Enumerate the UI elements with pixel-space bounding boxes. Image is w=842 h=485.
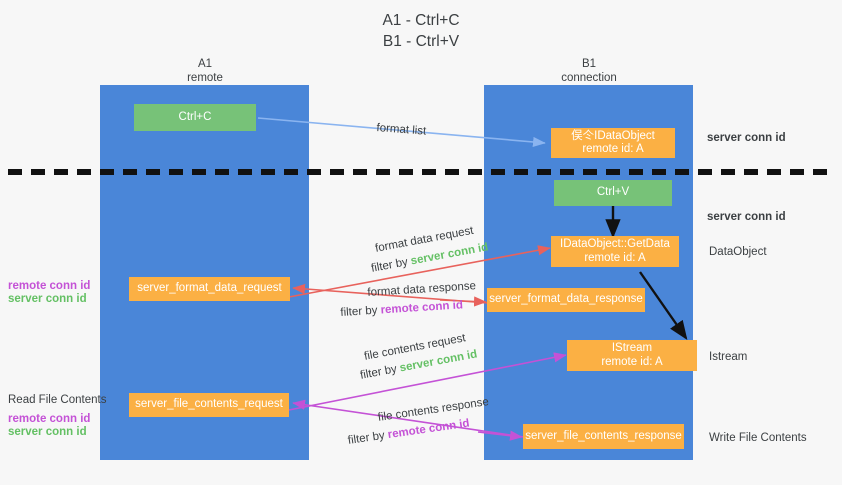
label-remote-conn-id-1: remote conn id [8, 280, 91, 292]
annotation-file-contents-request-filter-prefix: filter by [359, 362, 401, 382]
box-server-file-contents-request-label: server_file_contents_request [135, 398, 283, 411]
column-header-b1-name: B1 [581, 58, 597, 70]
column-header-a1-sub: remote [187, 71, 223, 84]
box-ctrl-c-label: Ctrl+C [178, 110, 212, 123]
annotation-file-contents-response-filter-prefix: filter by [347, 429, 389, 447]
annotation-format-data-request-filter-prefix: filter by [370, 255, 412, 275]
label-dataobject: DataObject [709, 246, 767, 258]
label-server-conn-id-2: server conn id [8, 426, 87, 438]
box-server-file-contents-response[interactable]: server_file_contents_response [523, 424, 684, 449]
annotation-file-contents-response: file contents response [377, 396, 490, 424]
box-server-format-data-response-label: server_format_data_response [489, 293, 643, 306]
label-remote-conn-id-2: remote conn id [8, 413, 91, 425]
box-istream[interactable]: IStream remote id: A [567, 340, 697, 371]
box-getdata-line2: remote id: A [584, 251, 646, 264]
label-read-file-contents: Read File Contents [8, 394, 107, 406]
box-server-file-contents-response-label: server_file_contents_response [525, 429, 682, 442]
column-header-a1: A1 remote [125, 58, 285, 85]
label-server-conn-id-top: server conn id [707, 132, 786, 144]
diagram-title: A1 - Ctrl+C B1 - Ctrl+V [0, 10, 842, 52]
label-istream: Istream [709, 351, 748, 363]
annotation-format-data-response-filter: filter by remote conn id [340, 298, 463, 320]
label-server-conn-id-mid: server conn id [707, 211, 786, 223]
label-server-conn-id-1: server conn id [8, 293, 87, 305]
annotation-format-data-response-filter-prefix: filter by [340, 304, 382, 319]
box-ctrl-v-label: Ctrl+V [596, 186, 630, 199]
box-idataobject-line1: 俣仒IDataObject [571, 129, 655, 142]
title-line-2: B1 - Ctrl+V [382, 33, 460, 50]
label-write-file-contents: Write File Contents [709, 432, 807, 444]
box-server-file-contents-request[interactable]: server_file_contents_request [129, 393, 289, 417]
column-header-b1: B1 connection [509, 58, 669, 85]
box-istream-line1: IStream [611, 342, 653, 354]
annotation-format-data-response: format data response [367, 280, 477, 299]
box-getdata-line1: IDataObject::GetData [560, 238, 670, 250]
box-server-format-data-request[interactable]: server_format_data_request [129, 277, 290, 301]
annotation-format-list: format list [376, 121, 427, 138]
box-ctrl-v[interactable]: Ctrl+V [554, 180, 672, 206]
box-idataobject-getdata[interactable]: IDataObject::GetData remote id: A [551, 236, 679, 267]
annotation-file-contents-response-filter: filter by remote conn id [347, 416, 470, 447]
box-idataobject[interactable]: 俣仒IDataObject remote id: A [551, 128, 675, 158]
box-ctrl-c[interactable]: Ctrl+C [134, 104, 256, 131]
annotation-format-data-response-filter-value: remote conn id [380, 299, 464, 317]
column-header-a1-name: A1 [197, 58, 213, 70]
box-idataobject-line2: remote id: A [582, 143, 644, 155]
box-server-format-data-request-label: server_format_data_request [137, 282, 282, 295]
column-header-b1-sub: connection [561, 71, 617, 84]
box-istream-line2: remote id: A [601, 355, 663, 368]
box-server-format-data-response[interactable]: server_format_data_response [487, 288, 645, 312]
title-line-1: A1 - Ctrl+C [382, 12, 460, 29]
